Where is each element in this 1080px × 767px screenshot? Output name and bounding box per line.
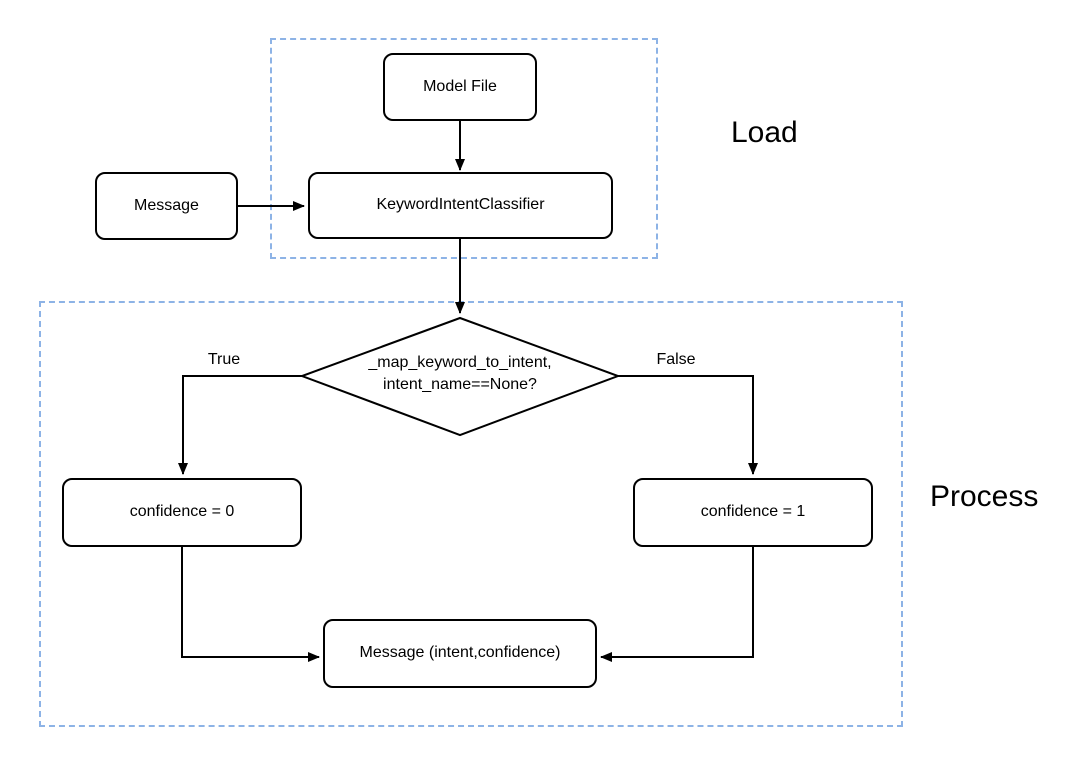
node-model-file: Model File (383, 53, 537, 121)
edge-decision-true-branch (178, 375, 302, 475)
false-branch-label: False (656, 351, 696, 368)
node-confidence-one: confidence = 1 (633, 478, 873, 547)
edge-decision-false-branch (618, 375, 758, 475)
decision-label-line2: intent_name==None? (383, 375, 537, 393)
decision-label-line1: _map_keyword_to_intent, (368, 354, 552, 371)
node-message-output-label: Message (intent,confidence) (359, 644, 561, 662)
node-confidence-one-label: confidence = 1 (700, 503, 806, 521)
node-classifier-label: KeywordIntentClassifier (376, 196, 545, 214)
process-region-box (39, 301, 903, 727)
node-message-input-label: Message (134, 196, 199, 214)
decision-diamond-shape (299, 316, 621, 437)
node-confidence-zero-label: confidence = 0 (129, 503, 235, 521)
node-model-file-label: Model File (423, 77, 497, 95)
node-message-input: Message (95, 172, 238, 240)
load-region-box (270, 38, 658, 259)
decision-node-label: _map_keyword_to_intent, intent_name==Non… (330, 352, 590, 395)
load-region-label: Load (731, 116, 798, 149)
node-confidence-zero: confidence = 0 (62, 478, 302, 547)
process-region-label: Process (930, 480, 1039, 513)
true-branch-label: True (207, 351, 241, 368)
edge-conf1-to-output (600, 547, 754, 662)
node-keyword-intent-classifier: KeywordIntentClassifier (308, 172, 613, 239)
node-message-output: Message (intent,confidence) (323, 619, 597, 688)
edge-conf0-to-output (181, 547, 320, 662)
